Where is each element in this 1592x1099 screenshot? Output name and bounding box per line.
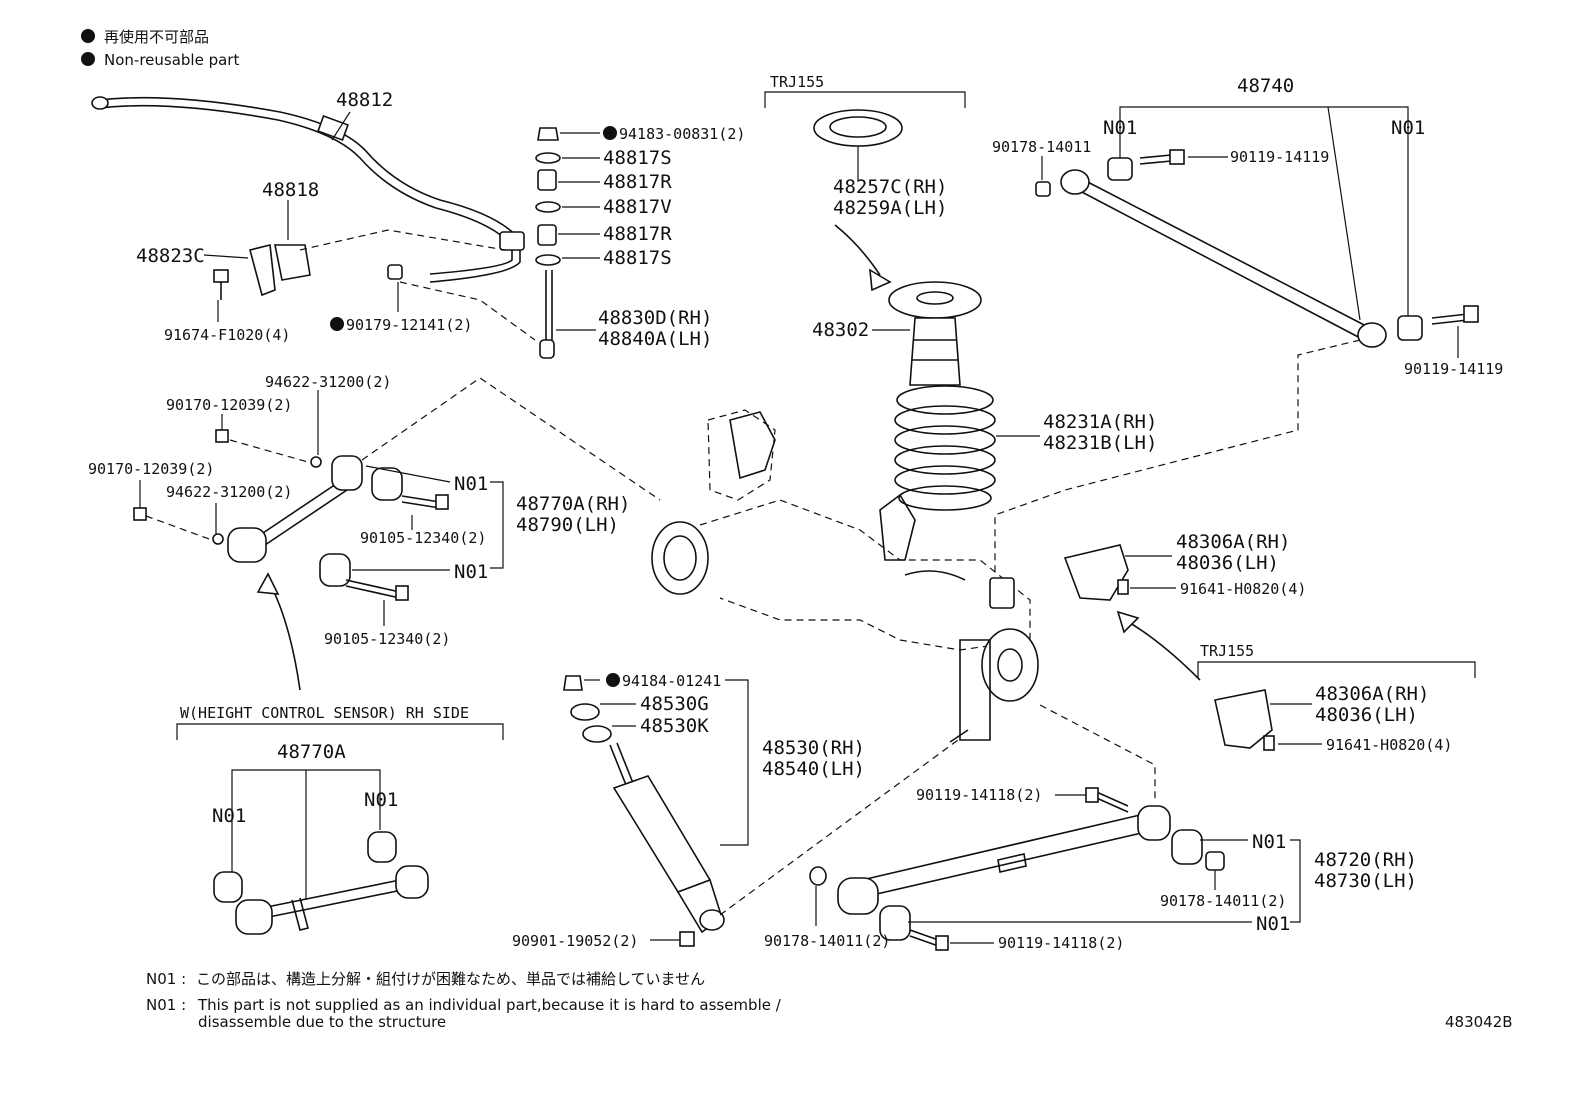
label-48257C: 48257C(RH) [833,176,947,198]
trj155-group-bottom: TRJ155 [1197,642,1476,678]
label-94622-a: 94622-31200(2) [265,373,391,391]
group-trj155-top: TRJ155 [770,73,824,91]
footnote-en-prefix: N01 : [146,996,186,1014]
label-48817R-b: 48817R [603,223,672,245]
legend-en: Non-reusable part [104,51,239,69]
label-94183: 94183-00831(2) [619,125,745,143]
label-90119-118b: 90119-14118(2) [998,934,1124,952]
label-90178-b: 90178-14011(2) [1160,892,1286,910]
label-48730: 48730(LH) [1314,870,1417,892]
group-trj155-bottom: TRJ155 [1200,642,1254,660]
label-48036-b: 48036(LH) [1315,704,1418,726]
label-48306A-b: 48306A(RH) [1315,683,1429,705]
label-94622-b: 94622-31200(2) [166,483,292,501]
label-48817S-a: 48817S [603,147,672,169]
label-90119-top: 90119-14119 [1230,148,1329,166]
label-48530: 48530(RH) [762,737,865,759]
label-90178-top: 90178-14011 [992,138,1091,156]
label-90105-b: 90105-12340(2) [324,630,450,648]
label-91674: 91674-F1020(4) [164,326,290,344]
footnote-en-line2: disassemble due to the structure [198,1013,446,1031]
stabilizer-link-stack-drawing [535,127,561,359]
lower-arm-drawing [809,787,1225,951]
label-90178-c: 90178-14011(2) [764,932,890,950]
label-48830D: 48830D(RH) [598,307,712,329]
footnotes: N01 : この部品は、構造上分解・組付けが困難なため、単品では補給していません… [146,970,782,1031]
label-91641-b: 91641-H0820(4) [1326,736,1452,754]
non-reusable-dot-icon [81,52,95,66]
bushing-48818-drawing [213,244,311,300]
legend-jp: 再使用不可部品 [104,28,209,46]
figure-id: 483042B [1445,1013,1513,1031]
label-n01-sensor-b: N01 [364,789,398,811]
label-90901: 90901-19052(2) [512,932,638,950]
label-48302: 48302 [812,319,869,341]
label-90105-a: 90105-12340(2) [360,529,486,547]
label-48817S-b: 48817S [603,247,672,269]
label-n01-740b: N01 [1391,117,1425,139]
label-90170-b: 90170-12039(2) [88,460,214,478]
lateral-rod-drawing [1035,149,1479,348]
bracket-48306A-drawing [1063,544,1129,601]
coil-spring-drawing [894,385,996,511]
label-48540: 48540(LH) [762,758,865,780]
label-48740: 48740 [1237,75,1294,97]
label-90179: 90179-12141(2) [346,316,472,334]
label-n01-720b: N01 [1256,913,1290,935]
label-48817V: 48817V [603,196,672,218]
label-48818: 48818 [262,179,319,201]
label-48231A: 48231A(RH) [1043,411,1157,433]
label-90170-a: 90170-12039(2) [166,396,292,414]
label-90119-right: 90119-14119 [1404,360,1503,378]
label-48817R-a: 48817R [603,171,672,193]
label-48530G: 48530G [640,693,709,715]
label-48840A: 48840A(LH) [598,328,712,350]
label-91641-a: 91641-H0820(4) [1180,580,1306,598]
legend: 再使用不可部品 Non-reusable part [81,28,239,69]
label-48231B: 48231B(LH) [1043,432,1157,454]
upper-arm-drawing [227,455,449,601]
label-90119-118a: 90119-14118(2) [916,786,1042,804]
label-48812: 48812 [336,89,393,111]
footnote-jp-prefix: N01 : [146,970,186,988]
shock-absorber-drawing [563,675,725,934]
sensor-arm-drawing [213,831,429,935]
label-n01-770a: N01 [454,473,488,495]
label-n01-sensor-a: N01 [212,805,246,827]
label-n01-770b: N01 [454,561,488,583]
label-48306A-a: 48306A(RH) [1176,531,1290,553]
height-sensor-group: W(HEIGHT CONTROL SENSOR) RH SIDE 48770A … [176,704,504,935]
non-reusable-dot-icon [606,673,620,687]
label-94184: 94184-01241 [622,672,721,690]
bracket-48306A-trj-drawing [1214,689,1275,751]
group-height-sensor: W(HEIGHT CONTROL SENSOR) RH SIDE [180,704,469,722]
label-48530K: 48530K [640,715,709,737]
label-48036-a: 48036(LH) [1176,552,1279,574]
rear-axle-housing-drawing [651,409,1039,743]
footnote-jp: この部品は、構造上分解・組付けが困難なため、単品では補給していません [196,970,705,988]
footnote-en-line1: This part is not supplied as an individu… [197,996,782,1014]
label-48770A: 48770A(RH) [516,493,630,515]
label-48259A: 48259A(LH) [833,197,947,219]
label-n01-740a: N01 [1103,117,1137,139]
label-48720: 48720(RH) [1314,849,1417,871]
non-reusable-dot-icon [603,126,617,140]
bump-stopper-drawing [888,281,982,386]
non-reusable-dot-icon [330,317,344,331]
label-48823C: 48823C [136,245,205,267]
label-48770A-sensor: 48770A [277,741,346,763]
label-n01-720a: N01 [1252,831,1286,853]
trj155-group-top: TRJ155 [764,73,966,108]
non-reusable-dot-icon [81,29,95,43]
label-48790: 48790(LH) [516,514,619,536]
stabilizer-bar-drawing [91,96,525,283]
